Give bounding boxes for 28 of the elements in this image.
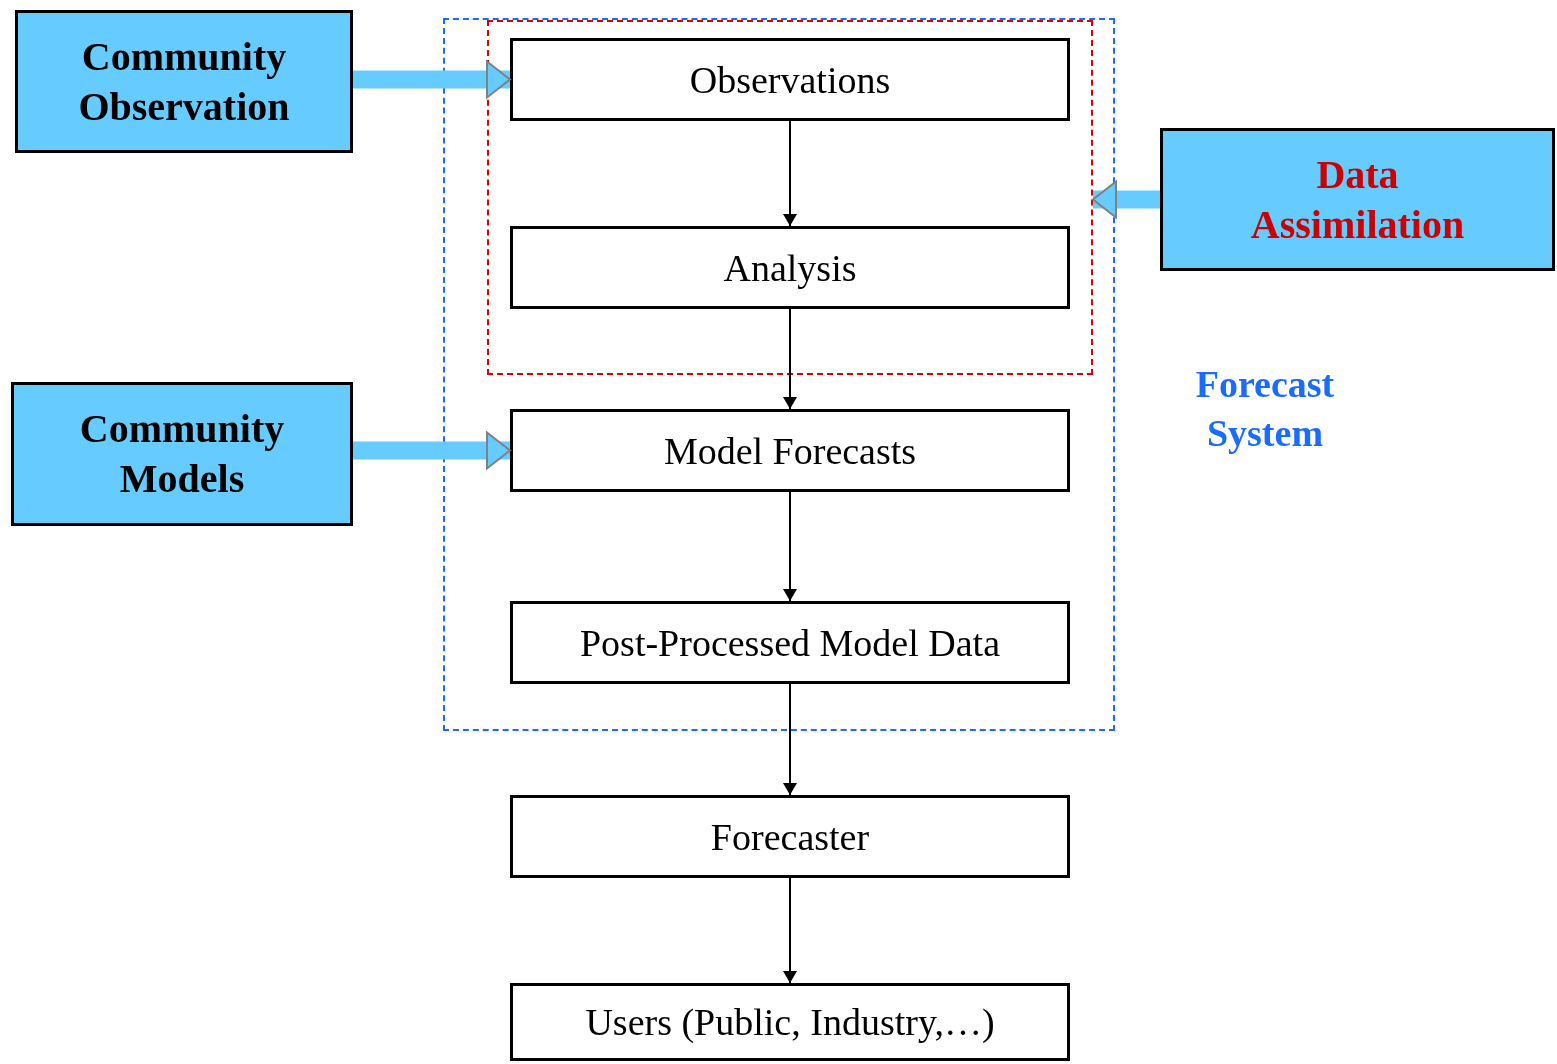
source-box [15,10,353,153]
process-box [510,38,1070,121]
group-heading: Forecast System [1194,362,1336,457]
process-box [510,983,1070,1061]
arrow [783,120,797,227]
box-label: Analysis [723,245,857,290]
box-label: Community Observation [77,32,291,131]
box-label: Community Models [78,405,286,503]
source-box [1160,128,1555,271]
box-label: Post-Processed Model Data [579,620,1000,665]
box-label: Users (Public, Industry,…) [585,1000,995,1044]
block-arrow [353,431,511,470]
arrow [783,491,797,602]
box-label: Model Forecasts [663,428,917,473]
process-box [510,601,1070,684]
box-label: Data Assimilation [1249,150,1466,249]
arrow [783,308,797,410]
assimilation-region [487,20,1093,375]
arrow [783,683,797,796]
process-box [510,409,1070,492]
process-box [510,795,1070,878]
process-box [510,226,1070,309]
arrow [783,877,797,984]
block-arrow [353,60,511,99]
source-box [11,382,353,526]
block-arrow [1092,180,1160,219]
box-label: Forecaster [710,814,870,859]
box-label: Observations [689,57,891,102]
